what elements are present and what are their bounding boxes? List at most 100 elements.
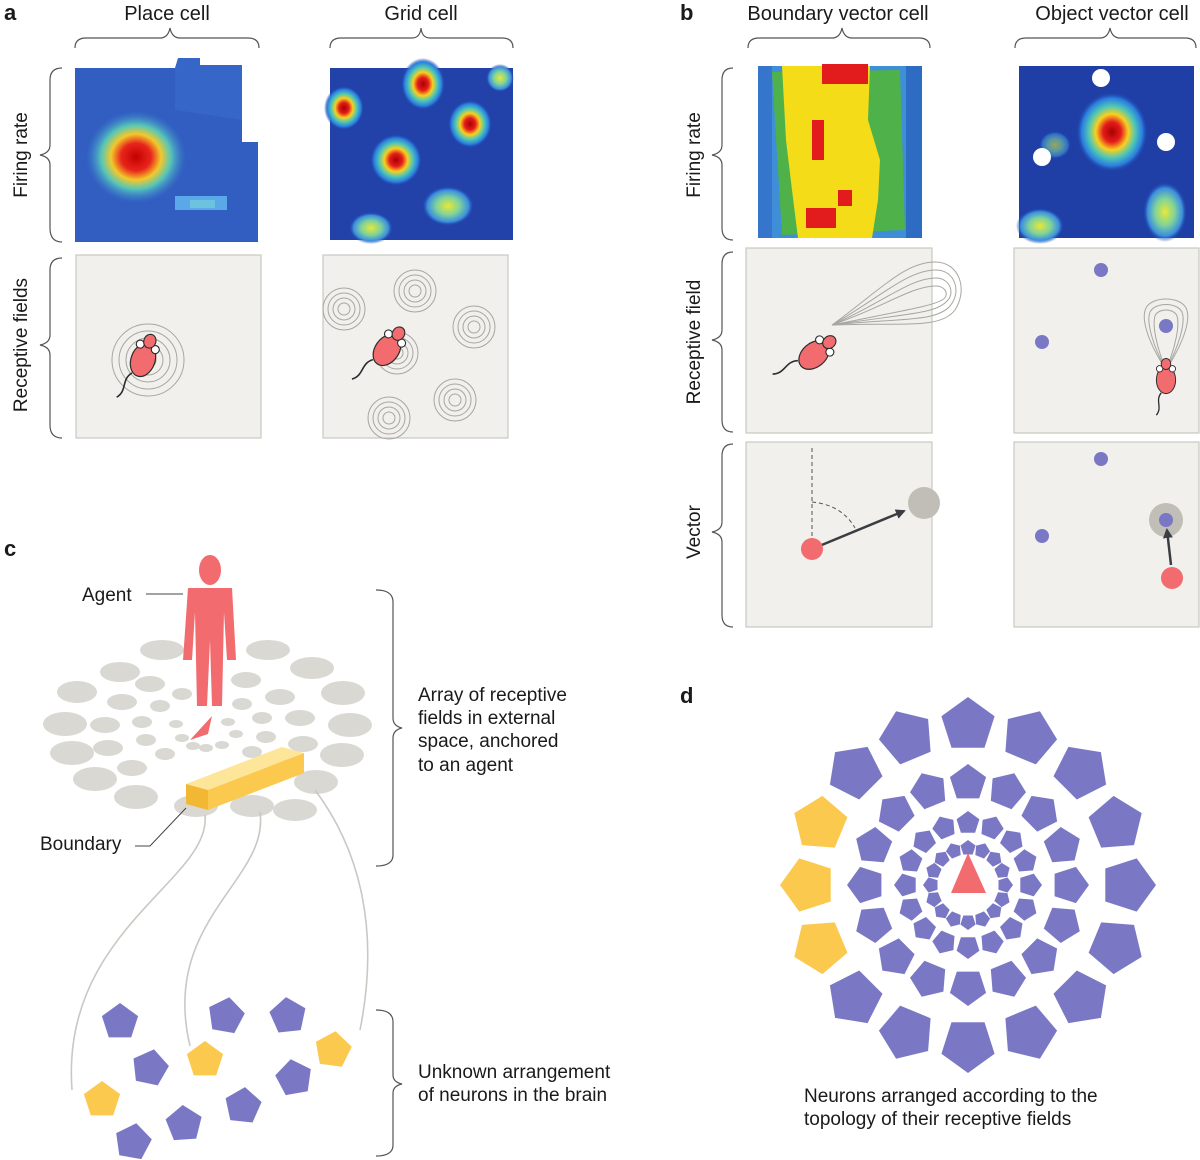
neuron — [225, 1087, 262, 1123]
neuron — [899, 898, 923, 921]
ovc-title: Object vector cell — [1035, 3, 1188, 25]
highlighted-neuron — [794, 795, 848, 848]
neuron — [945, 843, 961, 859]
bvc-rate-map — [758, 64, 922, 238]
boundary-bar — [186, 747, 304, 810]
neuron — [1053, 746, 1107, 800]
brain-bracket — [375, 1009, 403, 1157]
neuron — [1000, 917, 1023, 940]
neuron — [949, 971, 987, 1006]
firing-rate-label-a: Firing rate — [11, 112, 32, 198]
ovc-rate-map — [1016, 66, 1194, 244]
neuron — [856, 827, 893, 863]
neuron — [990, 773, 1026, 810]
neuron — [829, 746, 883, 800]
neuron — [209, 997, 245, 1034]
neuron — [1105, 858, 1156, 912]
agent-label: Agent — [82, 585, 132, 606]
neuron — [133, 1049, 169, 1086]
receptive-brace-a — [39, 257, 63, 439]
ovc-object-3 — [1159, 319, 1173, 333]
agent-figure — [183, 555, 236, 706]
brain-neuron-group — [83, 997, 352, 1160]
array-text-1: Array of receptive — [418, 685, 567, 706]
panel-c-letter: c — [4, 536, 16, 561]
neuron — [1021, 938, 1058, 975]
connection-curves — [70, 789, 369, 1091]
place-receptive-panel — [75, 254, 262, 439]
neuron — [847, 866, 882, 904]
bvc-boundary-dot — [908, 487, 940, 519]
neuron — [956, 811, 980, 833]
neuron — [116, 1123, 152, 1160]
neuron — [926, 862, 942, 878]
ovc-object-2 — [1035, 335, 1049, 349]
neuron — [878, 795, 915, 832]
neuron — [956, 937, 980, 959]
brain-text-2: of neurons in the brain — [418, 1085, 607, 1106]
array-text-4: to an agent — [418, 755, 514, 776]
neuron — [1043, 907, 1080, 943]
neuron — [856, 907, 893, 943]
topographic-neuron-map — [780, 697, 1156, 1073]
neuron — [275, 1059, 311, 1096]
neuron — [923, 877, 938, 893]
neuron — [1054, 866, 1089, 904]
ovc-object-1 — [1094, 263, 1108, 277]
neuron — [1053, 970, 1107, 1024]
neuron — [1013, 898, 1037, 921]
neuron — [165, 1105, 202, 1141]
neuron — [269, 997, 306, 1033]
brain-text-1: Unknown arrangement — [418, 1062, 611, 1083]
bvc-title: Boundary vector cell — [747, 3, 928, 25]
neuron — [941, 1022, 995, 1073]
receptive-brace-b — [711, 251, 734, 433]
receptive-field-array — [43, 640, 372, 821]
d-caption-2: topology of their receptive fields — [804, 1109, 1071, 1130]
bvc-brace — [747, 27, 931, 49]
ovc-vector-arrow — [1162, 528, 1173, 566]
vector-label-b: Vector — [684, 504, 705, 559]
ovc-vector-object-2 — [1035, 529, 1049, 543]
neuron — [960, 915, 976, 930]
bvc-vector-arrow — [811, 509, 906, 551]
neuron — [1013, 849, 1037, 872]
boundary-leader — [135, 807, 187, 847]
neuron — [994, 892, 1010, 908]
firing-brace-a — [39, 67, 63, 243]
firing-rate-label-b: Firing rate — [684, 112, 705, 198]
ovc-brace — [1014, 27, 1197, 49]
highlighted-neuron — [186, 1041, 224, 1076]
grid-brace — [329, 27, 514, 49]
neuron — [986, 851, 1002, 867]
neuron — [910, 960, 946, 997]
panel-a-letter: a — [4, 0, 17, 25]
neuron — [1088, 795, 1142, 848]
agent-heading-marker — [190, 716, 212, 740]
receptive-field-label-b: Receptive field — [684, 280, 705, 405]
topographic-agent-marker — [951, 853, 986, 893]
bvc-receptive-panel — [745, 247, 933, 434]
neuron — [932, 930, 955, 954]
place-cell-rate-map — [75, 58, 258, 242]
neuron — [913, 830, 936, 853]
firing-brace-b — [711, 67, 734, 241]
neuron — [829, 970, 883, 1024]
neuron — [945, 911, 961, 927]
neuron — [926, 892, 942, 908]
neuron — [934, 903, 950, 919]
ovc-agent-dot — [1161, 567, 1183, 589]
array-text-3: space, anchored — [418, 731, 559, 752]
neuron — [910, 773, 946, 810]
neuron — [994, 862, 1010, 878]
neuron — [878, 711, 931, 765]
array-bracket — [375, 589, 403, 867]
panel-d-letter: d — [680, 683, 693, 708]
highlighted-neuron — [315, 1031, 352, 1067]
neuron — [934, 851, 950, 867]
highlighted-neuron — [794, 922, 848, 975]
panel-b-letter: b — [680, 0, 693, 25]
neuron — [899, 849, 923, 872]
place-brace — [74, 27, 260, 49]
neuron — [998, 877, 1013, 893]
